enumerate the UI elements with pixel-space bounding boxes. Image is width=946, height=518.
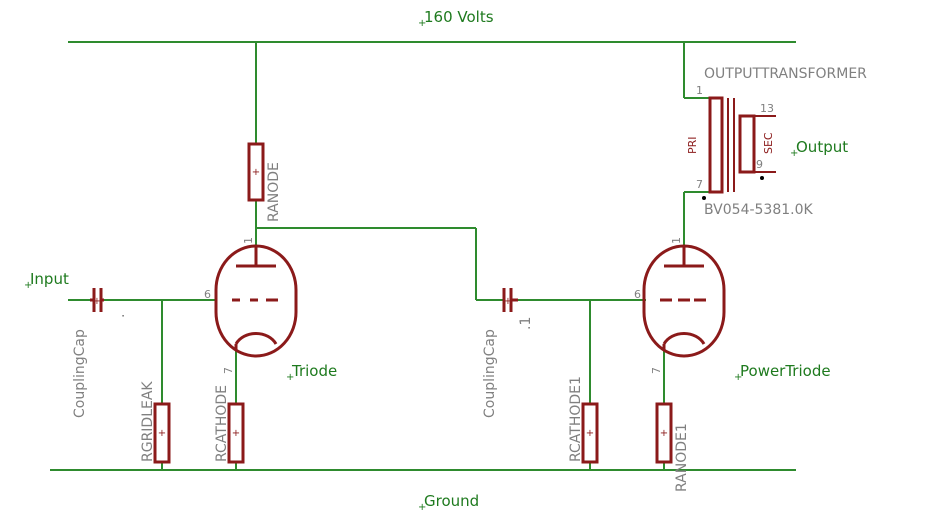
triode-2 [642,244,726,358]
net-label-output: Output [796,138,848,156]
label-ranode: RANODE [266,162,282,222]
resistor-rgridleak [153,402,171,464]
cross-ground: + [418,502,426,513]
marker-rgridleak: + [158,428,166,439]
label-transformer-value: BV054-5381.0K [704,202,814,218]
label-pri: PRI [686,136,699,154]
resistor-ranode1 [655,402,673,464]
pin-xf-9: 9 [756,158,763,171]
net-label-input: Input [30,270,69,288]
label-rcathode1: RCATHODE1 [568,376,584,462]
pin-t2-grid: 6 [634,288,641,301]
pin-t1-cathode: 7 [222,367,235,374]
cross-tube1: + [286,372,294,383]
pin-xf-1: 1 [696,84,703,97]
parts [90,96,776,464]
pin-t1-grid: 6 [204,288,211,301]
label-cap-mid: CouplingCap [482,329,498,418]
cross-output: + [790,148,798,159]
label-rcathode: RCATHODE [214,385,230,462]
wires [50,41,796,471]
marker-rcathode: + [232,428,240,439]
pin-xf-13: 13 [760,102,774,115]
label-ranode1: RANODE1 [674,423,690,492]
cross-supply: + [418,18,426,29]
pin-t1-anode: 1 [242,237,255,244]
net-label-supply: 160 Volts [424,8,494,26]
net-label-ground: Ground [424,492,479,510]
label-rgridleak: RGRIDLEAK [140,381,156,462]
polarity-dot-sec [760,176,764,180]
pin-xf-7: 7 [696,178,703,191]
label-transformer: OUTPUTTRANSFORMER [704,66,867,82]
pin-t2-cathode: 7 [650,367,663,374]
pin-t2-anode: 1 [670,237,683,244]
cross-input: + [24,280,32,291]
triode-1 [214,244,298,358]
label-cap-mid-value: .1 [518,317,534,330]
label-tube2: PowerTriode [740,362,831,380]
resistor-rcathode [227,402,245,464]
label-tube1: Triode [291,362,337,380]
polarity-dot-pri [702,196,706,200]
resistor-rcathode1 [581,402,599,464]
capacitor-input [90,288,104,312]
marker-rcathode1: + [586,428,594,439]
label-cap-in: CouplingCap [72,329,88,418]
output-transformer [708,96,776,194]
marker-cap-in: + [93,296,101,307]
capacitor-interstage [476,288,518,312]
resistor-ranode [247,142,265,202]
label-cap-in-value: . [112,314,128,318]
marker-ranode: + [252,167,260,178]
label-sec: SEC [762,132,775,154]
marker-cap-mid: + [504,296,512,307]
marker-ranode1: + [660,428,668,439]
cross-tube2: + [734,372,742,383]
